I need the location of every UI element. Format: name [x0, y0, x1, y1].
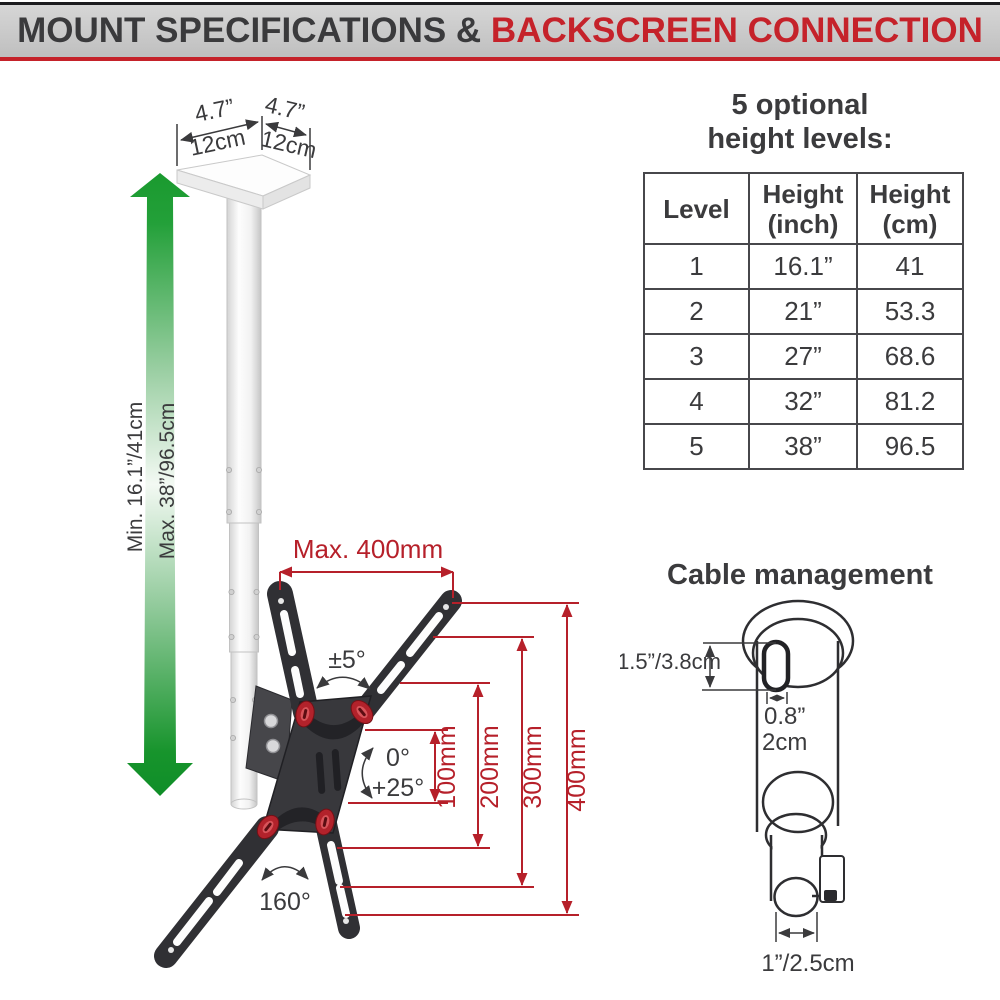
telescopic-pole [225, 179, 262, 810]
slot-width-inch-label: 0.8” [764, 703, 805, 730]
col-header-level: Level [643, 172, 750, 245]
cell-inch: 21” [748, 288, 858, 335]
page-title-red: BACKSCREEN CONNECTION [490, 11, 983, 50]
height-range-arrow: Min. 16.1”/41cm Max. 38”/96.5cm [124, 173, 193, 796]
pivot-knobs [256, 699, 374, 840]
page-title: MOUNT SPECIFICATIONS & BACKSCREEN CONNEC… [17, 11, 983, 51]
height-max-label: Max. 38”/96.5cm [156, 403, 179, 559]
cable-management-diagram: 1.5”/3.8cm 0.8” 2cm 1”/2.5cm [620, 599, 855, 977]
vesa-200-label: 200mm [476, 725, 504, 808]
tilt-arc [360, 747, 374, 799]
plate-width-right-inch: 4.7” [263, 91, 307, 125]
cell-cm: 41 [856, 243, 964, 290]
page-title-dark: MOUNT SPECIFICATIONS & [17, 11, 491, 50]
tube-diameter-dimension: 1”/2.5cm [761, 912, 855, 977]
arm-slots [173, 610, 443, 946]
cell-cm: 96.5 [856, 423, 964, 470]
bracket-centre-plate [262, 695, 373, 836]
vesa-300-label: 300mm [519, 725, 547, 808]
height-table-title-line2: height levels: [707, 123, 893, 155]
table-row: 2 21” 53.3 [643, 288, 964, 335]
cell-cm: 68.6 [856, 333, 964, 380]
cell-cm: 53.3 [856, 288, 964, 335]
cell-inch: 32” [748, 378, 858, 425]
cell-level: 2 [643, 288, 750, 335]
header-band: MOUNT SPECIFICATIONS & BACKSCREEN CONNEC… [0, 5, 1000, 57]
header-red-rule [0, 57, 1000, 61]
header-top-black-rule [0, 2, 1000, 5]
tilt-to-label: +25° [372, 774, 424, 802]
cell-level: 1 [643, 243, 750, 290]
height-table: Level Height(inch) Height(cm) 1 16.1” 41… [643, 172, 964, 470]
slot-height-label: 1.5”/3.8cm [620, 649, 721, 674]
green-double-arrow [127, 173, 193, 796]
slot-width-cm-label: 2cm [762, 729, 807, 756]
cable-management-title: Cable management [667, 559, 933, 591]
header-top-white-strip [0, 0, 1000, 2]
height-table-header-row: Level Height(inch) Height(cm) [643, 172, 964, 245]
tilt-clamp [245, 685, 293, 783]
plate-width-left-inch: 4.7” [192, 93, 236, 127]
tilt-from-label: 0° [386, 744, 410, 772]
height-table-title: 5 optional height levels: [620, 88, 980, 156]
cell-inch: 16.1” [748, 243, 858, 290]
table-row: 5 38” 96.5 [643, 423, 964, 470]
cell-level: 3 [643, 333, 750, 380]
header-bar: MOUNT SPECIFICATIONS & BACKSCREEN CONNEC… [0, 0, 1000, 61]
vesa-400-label: 400mm [563, 728, 591, 811]
rotation-angle-label: 160° [259, 888, 311, 916]
cell-inch: 27” [748, 333, 858, 380]
cell-cm: 81.2 [856, 378, 964, 425]
cell-level: 5 [643, 423, 750, 470]
plate-width-left-cm: 12cm [187, 124, 247, 161]
swivel-arc [316, 676, 371, 690]
vesa-100-label: 100mm [433, 725, 461, 808]
max-width-label: Max. 400mm [293, 534, 443, 564]
vesa-dimensions: 100mm 200mm 300mm 400mm [337, 602, 591, 916]
arm-tip-holes [168, 598, 449, 953]
rotation-arc [261, 866, 309, 881]
col-header-height-inch: Height(inch) [748, 172, 858, 245]
swivel-angle-label: ±5° [328, 646, 366, 674]
table-row: 1 16.1” 41 [643, 243, 964, 290]
cell-inch: 38” [748, 423, 858, 470]
cell-level: 4 [643, 378, 750, 425]
height-min-label: Min. 16.1”/41cm [124, 402, 147, 553]
table-row: 4 32” 81.2 [643, 378, 964, 425]
height-table-title-line1: 5 optional [731, 89, 869, 121]
lower-tube [761, 770, 845, 918]
angle-annotations: ±5° 0° +25° 160° [259, 646, 424, 916]
cable-slot: 1.5”/3.8cm 0.8” 2cm [620, 639, 807, 756]
mount-diagram: Min. 16.1”/41cm Max. 38”/96.5cm [124, 91, 591, 968]
col-header-height-cm: Height(cm) [856, 172, 964, 245]
ceiling-plate [176, 154, 312, 210]
tube-diameter-label: 1”/2.5cm [761, 950, 854, 977]
max-width-dimension: Max. 400mm [279, 534, 454, 598]
table-row: 3 27” 68.6 [643, 333, 964, 380]
